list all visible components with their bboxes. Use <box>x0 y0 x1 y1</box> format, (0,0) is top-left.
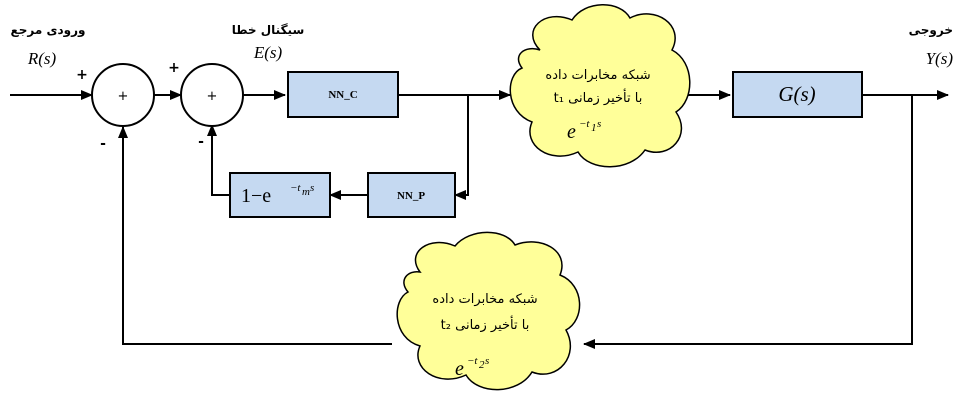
nn-p-block: NN_P <box>367 172 456 218</box>
forward-cloud-exp-sub: 1 <box>591 122 597 134</box>
sum2-symbol: + <box>207 89 218 104</box>
sum2-minus-sign: - <box>198 134 204 150</box>
reference-symbol: R(s) <box>27 49 57 68</box>
model-delay-block: 1−e −t m s <box>229 172 331 218</box>
sum1-symbol: + <box>118 89 129 104</box>
plant-label: G(s) <box>778 82 815 106</box>
forward-network-cloud: شبکه مخابرات داده با تأخیر زمانی t₁ e −t… <box>509 4 691 168</box>
forward-cloud-exp-power: −t <box>579 118 590 130</box>
forward-cloud-exp-base: e <box>567 121 576 143</box>
reference-title: ورودی مرجع <box>11 23 86 38</box>
forward-cloud-line2: با تأخیر زمانی t₁ <box>554 88 643 106</box>
output-feedback-line <box>583 95 913 349</box>
nn-c-block: NN_C <box>287 71 399 118</box>
model-delay-exp: −t <box>290 182 301 194</box>
output-title: خروجی <box>909 23 953 38</box>
summing-junction-1: + <box>91 63 155 127</box>
signal-lines <box>10 90 949 349</box>
feedback-network-cloud: شبکه مخابرات داده با تأخیر زمانی t₂ e −t… <box>396 231 581 391</box>
feedback-cloud-exp-sub: 2 <box>479 359 485 371</box>
model-delay-exp-sub: m <box>302 186 310 198</box>
sum2-plus-sign: + <box>168 60 180 76</box>
feedback-cloud-line1: شبکه مخابرات داده <box>432 292 537 307</box>
forward-cloud-line1: شبکه مخابرات داده <box>545 68 650 83</box>
feedback-cloud-exp-base: e <box>455 358 464 380</box>
sum1-minus-sign: - <box>100 136 106 152</box>
forward-cloud-exp-tail: s <box>597 118 601 130</box>
feedback-cloud-exp-power: −t <box>467 355 478 367</box>
nn-p-label: NN_P <box>397 190 425 202</box>
model-delay-base: 1−e <box>241 185 271 207</box>
model-delay-exp-tail: s <box>310 182 314 194</box>
feedback-to-sum1-line <box>118 126 392 345</box>
model-to-sum2-line <box>207 124 230 196</box>
error-title: سیگنال خطا <box>232 23 305 37</box>
tap-to-nnp-line <box>454 95 469 200</box>
feedback-cloud-line2: با تأخیر زمانی t₂ <box>441 315 530 333</box>
nn-c-label: NN_C <box>328 89 357 101</box>
output-symbol: Y(s) <box>926 49 953 68</box>
plant-block: G(s) <box>732 71 863 118</box>
error-symbol: E(s) <box>253 43 283 62</box>
summing-junction-2: + <box>180 63 244 127</box>
feedback-cloud-exp-tail: s <box>485 355 489 367</box>
sum1-plus-sign: + <box>76 67 88 83</box>
